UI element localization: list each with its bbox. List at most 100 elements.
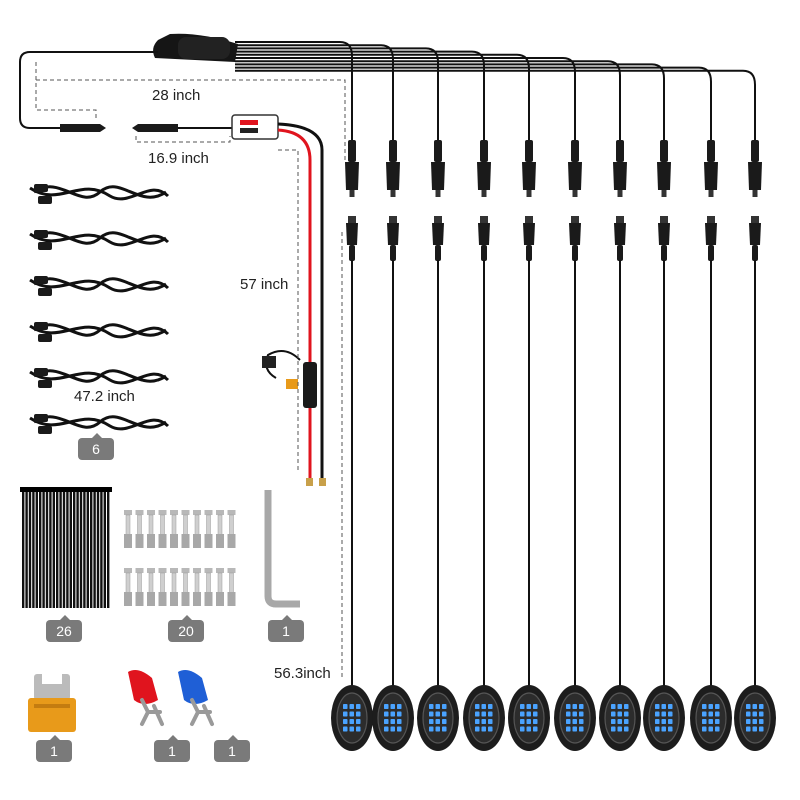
connector-boot xyxy=(752,245,758,261)
screw-nut xyxy=(170,592,178,606)
connector-tip xyxy=(526,190,532,197)
connector-housing xyxy=(480,140,488,162)
led-chip xyxy=(533,719,538,724)
led-chip xyxy=(343,704,348,709)
led-chip xyxy=(655,704,660,709)
led-chip xyxy=(708,719,713,724)
connector-plug xyxy=(522,162,536,190)
led-chip xyxy=(708,711,713,717)
led-chip xyxy=(435,704,440,709)
connector-boot xyxy=(349,245,355,261)
screw-head xyxy=(227,568,236,573)
led-chip xyxy=(715,719,720,724)
led-chip xyxy=(526,711,531,717)
led-chip xyxy=(624,704,629,709)
led-chip xyxy=(349,719,354,724)
connector-plug xyxy=(748,162,762,190)
screw-shank xyxy=(148,514,154,536)
extension-cable-coil xyxy=(29,278,170,293)
rock-light-lens-frame xyxy=(604,692,636,744)
led-chip xyxy=(746,711,751,717)
led-chip xyxy=(390,711,395,717)
inline-fuse-holder xyxy=(303,362,317,408)
rock-light-lens-frame xyxy=(468,692,500,744)
screw-nut xyxy=(216,592,224,606)
zip-tie xyxy=(86,488,89,608)
dimension-line-28-top xyxy=(36,79,346,160)
led-chip xyxy=(435,726,440,732)
led-chip xyxy=(572,704,577,709)
connector-socket xyxy=(569,223,581,245)
blade-fuse xyxy=(28,698,76,732)
led-chip xyxy=(708,704,713,709)
harness-branch-wire xyxy=(235,41,353,160)
led-chip xyxy=(661,726,666,732)
rock-light-lens-frame xyxy=(513,692,545,744)
led-chip xyxy=(384,719,389,724)
harness-branch-wire xyxy=(235,69,756,160)
led-chip xyxy=(579,719,584,724)
extension-plug xyxy=(34,184,48,192)
zip-tie xyxy=(93,488,96,608)
led-chip xyxy=(526,704,531,709)
connector-tip xyxy=(435,190,441,197)
screw-nut xyxy=(193,592,201,606)
connector-housing xyxy=(348,140,356,162)
led-chip xyxy=(655,726,660,732)
led-chip xyxy=(520,704,525,709)
rock-light-pods xyxy=(331,685,776,751)
screw-nut xyxy=(124,592,132,606)
count-badge-blue-terminal: 1 xyxy=(214,735,250,762)
led-chip xyxy=(661,704,666,709)
connector-socket xyxy=(749,223,761,245)
led-chip xyxy=(746,719,751,724)
connector-plug xyxy=(568,162,582,190)
relay-box-label-black xyxy=(240,128,258,133)
led-chip xyxy=(435,711,440,717)
extension-cables xyxy=(29,184,170,434)
length-label-16-9: 16.9 inch xyxy=(146,150,211,167)
connector-socket xyxy=(346,223,358,245)
control-lead-wire xyxy=(19,51,158,129)
led-chip xyxy=(475,726,480,732)
count-badge-red-terminal: 1 xyxy=(154,735,190,762)
fuse-cap xyxy=(262,356,276,368)
extension-plug xyxy=(34,368,48,376)
connector-boot xyxy=(708,245,714,261)
connector-housing xyxy=(616,140,624,162)
connector-plug xyxy=(477,162,491,190)
zip-tie xyxy=(49,488,52,608)
screw-nut xyxy=(147,592,155,606)
screw-head xyxy=(124,510,132,515)
led-chip xyxy=(617,726,622,732)
connector-housing xyxy=(660,140,668,162)
length-label-57: 57 inch xyxy=(238,276,291,293)
led-chip xyxy=(668,704,673,709)
screw-shank xyxy=(137,514,142,536)
led-chip xyxy=(668,726,673,732)
connector-housing xyxy=(751,140,759,162)
rock-light-lens-frame xyxy=(377,692,409,744)
screw-nut xyxy=(135,534,144,548)
zip-tie xyxy=(52,488,55,608)
led-chip xyxy=(488,704,493,709)
connector-socket-tip xyxy=(434,216,442,223)
connector-socket xyxy=(614,223,626,245)
led-chip xyxy=(442,704,447,709)
screw-shank xyxy=(148,572,154,594)
connector-housing xyxy=(434,140,442,162)
screw-head xyxy=(204,568,213,573)
count-badge-screws: 20 xyxy=(168,615,204,642)
connector-tip xyxy=(481,190,487,197)
screw-nut xyxy=(181,534,190,548)
led-chip xyxy=(617,704,622,709)
extension-plug xyxy=(34,322,48,330)
connector-tip xyxy=(617,190,623,197)
screw-shank xyxy=(229,514,234,536)
led-chip xyxy=(533,704,538,709)
led-chip xyxy=(752,719,757,724)
zip-tie xyxy=(107,488,110,608)
zip-tie xyxy=(56,488,59,608)
screw-head xyxy=(135,510,144,515)
connector-tip xyxy=(572,190,578,197)
